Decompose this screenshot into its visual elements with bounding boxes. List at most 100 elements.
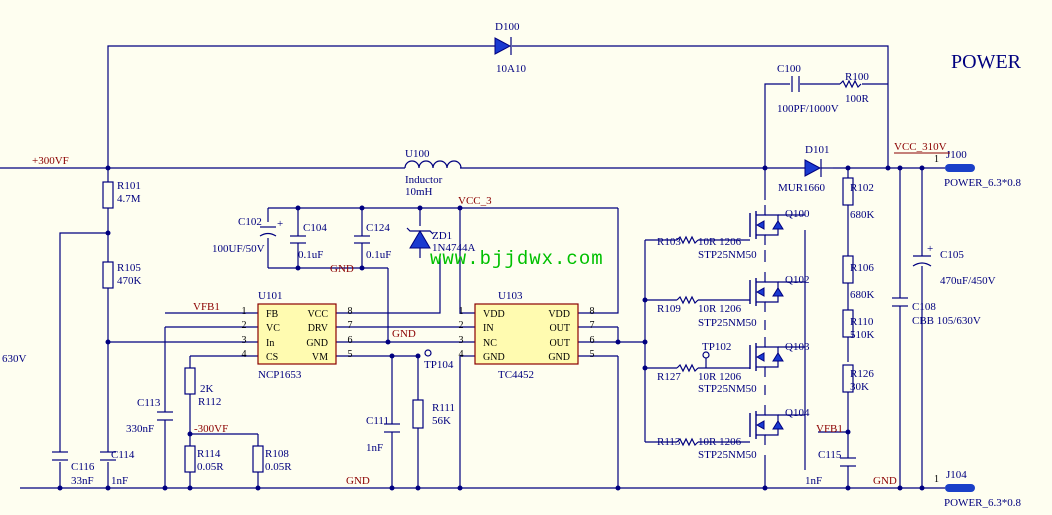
capacitor-c111: C111 1nF <box>366 415 400 454</box>
resistor-r100: R100 100R <box>839 71 870 105</box>
resistor-r105: R105 470K <box>102 261 142 289</box>
d100-ref: D100 <box>495 21 520 33</box>
mosfet-q100: Q100 STP25NM50 <box>698 205 810 261</box>
capacitor-c113: C113 330nF <box>126 397 173 435</box>
net-630v: 630V <box>2 353 27 365</box>
q103-source-lead <box>756 366 766 377</box>
u101-pin-right-6: GND <box>306 338 328 349</box>
r103-value: 10R 1206 <box>698 236 742 248</box>
j104-pin: 1 <box>934 474 939 485</box>
r127-ref: R127 <box>657 371 681 383</box>
c113-value: 330nF <box>126 423 154 435</box>
q104-arrow <box>755 420 765 430</box>
u101-pin-num-right-5: 5 <box>348 349 353 360</box>
c105-value: 470uF/450V <box>940 275 996 287</box>
r108-value: 0.05R <box>265 461 292 473</box>
capacitor-c114: C114 1nF <box>100 449 135 487</box>
r109-ref: R109 <box>657 303 681 315</box>
u101-part: NCP1653 <box>258 369 302 381</box>
capacitor-c102: + C102 100UF/50V <box>212 216 283 255</box>
u103-pin-left-2: IN <box>483 323 494 334</box>
resistor-r102: R102 680K <box>842 177 875 221</box>
j100-pin: 1 <box>934 154 939 165</box>
u101-pin-num-left-4: 4 <box>242 349 247 360</box>
u101-pin-num-left-3: 3 <box>242 335 247 346</box>
r108-ref: R108 <box>265 448 289 460</box>
c115-value: 1nF <box>805 475 822 487</box>
r101-value: 4.7M <box>117 193 141 205</box>
c104-ref: C104 <box>303 222 327 234</box>
q104-body-diode <box>772 420 784 430</box>
tp102-ref: TP102 <box>702 341 731 353</box>
j104-ref: J104 <box>946 469 967 481</box>
u103-pin-left-1: VDD <box>483 309 505 320</box>
q104-source-lead <box>756 434 766 445</box>
c115-ref: C115 <box>818 449 842 461</box>
u103-pin-num-left-2: 2 <box>459 320 464 331</box>
d101-ref: D101 <box>805 144 829 156</box>
c102-value: 100UF/50V <box>212 243 265 255</box>
r100-ref: R100 <box>845 71 869 83</box>
u101-pin-num-right-6: 6 <box>348 335 353 346</box>
q104-part: STP25NM50 <box>698 449 757 461</box>
r113-ref: R113 <box>657 436 681 448</box>
zd1-ref: ZD1 <box>432 230 452 242</box>
connector-j100: 1 J100 POWER_6.3*0.8 <box>934 149 1022 189</box>
c102-ref: C102 <box>238 216 262 228</box>
r126-value: 30K <box>850 381 869 393</box>
u103-pin-left-3: NC <box>483 338 497 349</box>
svg-text:+: + <box>927 243 933 255</box>
r105-value: 470K <box>117 275 142 287</box>
u101-pin-left-4: CS <box>266 352 278 363</box>
q102-body-diode <box>772 287 784 297</box>
r106-value: 680K <box>850 289 875 301</box>
r109-value: 10R 1206 <box>698 303 742 315</box>
net-gnd2: GND <box>392 328 416 340</box>
r110-ref: R110 <box>850 316 874 328</box>
c105-ref: C105 <box>940 249 964 261</box>
u103-pin-left-4: GND <box>483 352 505 363</box>
tp104-ref: TP104 <box>424 359 454 371</box>
net-gnd1: GND <box>330 263 354 275</box>
u103-pin-num-right-5: 5 <box>590 349 595 360</box>
d101-value: MUR1660 <box>778 182 826 194</box>
resistor-r114: R114 0.05R <box>184 445 224 473</box>
c124-value: 0.1uF <box>366 249 391 261</box>
q100-part: STP25NM50 <box>698 249 757 261</box>
q100-drain-lead <box>756 205 766 216</box>
capacitor-c100: C100 100PF/1000V <box>777 63 839 115</box>
resistor-r106: R106 680K <box>842 255 875 301</box>
r112-ref: R112 <box>198 396 221 408</box>
c108-ref: C108 <box>912 301 936 313</box>
resistor-r111: R111 56K <box>412 399 455 429</box>
net-vfb1: VFB1 <box>193 301 220 313</box>
mosfet-q102: Q102 STP25NM50 <box>698 272 809 329</box>
c116-value: 33nF <box>71 475 94 487</box>
wires <box>0 45 945 489</box>
u103-pin-num-right-6: 6 <box>590 335 595 346</box>
svg-text:+: + <box>277 218 283 230</box>
q102-arrow <box>755 287 765 297</box>
c100-ref: C100 <box>777 63 801 75</box>
r102-ref: R102 <box>850 182 874 194</box>
c124-ref: C124 <box>366 222 390 234</box>
r105-ref: R105 <box>117 262 141 274</box>
capacitor-c115: C115 1nF <box>805 449 856 487</box>
u101-ref: U101 <box>258 290 282 302</box>
sheet-title: POWER <box>951 51 1022 73</box>
u101-pin-right-5: VM <box>312 352 328 363</box>
c116-ref: C116 <box>71 461 95 473</box>
q103-part: STP25NM50 <box>698 383 757 395</box>
u103-part: TC4452 <box>498 369 534 381</box>
diode-d100: D100 10A10 <box>494 21 526 75</box>
resistor-r103: R103 10R 1206 <box>657 236 742 248</box>
r112-value: 2K <box>200 383 214 395</box>
r106-ref: R106 <box>850 262 874 274</box>
r102-value: 680K <box>850 209 875 221</box>
testpoint-tp104: TP104 <box>424 349 454 371</box>
capacitor-c116: C116 33nF <box>52 451 95 487</box>
watermark-text: www.bjjdwx.com <box>430 248 604 270</box>
inductor-u100: U100 Inductor 10mH <box>404 148 462 198</box>
q104-ref: Q104 <box>785 407 810 419</box>
